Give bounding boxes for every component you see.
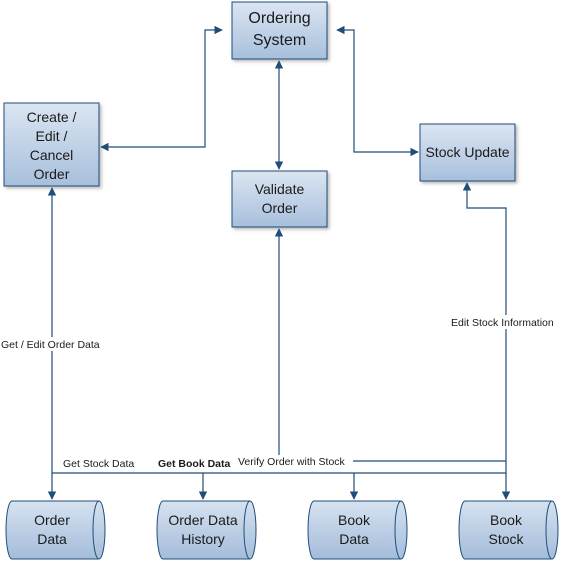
ordering-system-line-1: Ordering bbox=[248, 10, 310, 27]
label-verify-order-with-stock: Verify Order with Stock bbox=[238, 456, 346, 468]
store-book-data: Book Data bbox=[307, 500, 408, 560]
create-order-line-3: Cancel bbox=[30, 147, 74, 163]
process-create-edit-cancel-order: Create / Edit / Cancel Order bbox=[3, 102, 100, 187]
label-bg-verify bbox=[237, 455, 353, 468]
label-get-stock-data: Get Stock Data bbox=[63, 458, 134, 470]
store-order-data: Order Data bbox=[5, 500, 106, 560]
book-data-line-1: Book bbox=[338, 512, 371, 528]
create-order-line-1: Create / bbox=[27, 109, 77, 125]
process-stock-update: Stock Update bbox=[419, 123, 516, 182]
label-bg-get-edit-order bbox=[0, 337, 106, 351]
book-data-line-2: Data bbox=[339, 531, 369, 547]
process-validate-order: Validate Order bbox=[231, 170, 328, 228]
edge-verify-order bbox=[274, 228, 506, 462]
label-edit-stock-information: Edit Stock Information bbox=[451, 317, 554, 329]
edge-ordering-stock-update bbox=[336, 25, 419, 157]
book-stock-line-1: Book bbox=[490, 512, 523, 528]
order-data-history-line-2: History bbox=[181, 531, 225, 547]
order-data-line-1: Order bbox=[34, 512, 70, 528]
process-ordering-system: Ordering System bbox=[231, 1, 328, 60]
validate-order-line-1: Validate bbox=[255, 181, 305, 197]
order-data-line-2: Data bbox=[37, 531, 67, 547]
validate-order-line-2: Order bbox=[262, 200, 298, 216]
label-bg-edit-stock bbox=[448, 315, 562, 329]
create-order-line-4: Order bbox=[34, 166, 70, 182]
book-stock-line-2: Stock bbox=[488, 531, 524, 547]
edge-ordering-create bbox=[100, 25, 223, 152]
label-get-edit-order-data: Get / Edit Order Data bbox=[1, 339, 100, 351]
edge-stock-update-book-stock bbox=[462, 182, 511, 500]
store-book-stock: Book Stock bbox=[458, 500, 559, 560]
ordering-system-line-2: System bbox=[253, 32, 306, 49]
order-data-history-line-1: Order Data bbox=[168, 512, 237, 528]
store-order-data-history: Order Data History bbox=[156, 500, 257, 560]
stock-update-label: Stock Update bbox=[425, 144, 509, 160]
create-order-line-2: Edit / bbox=[36, 128, 68, 144]
label-get-book-data: Get Book Data bbox=[158, 458, 231, 470]
